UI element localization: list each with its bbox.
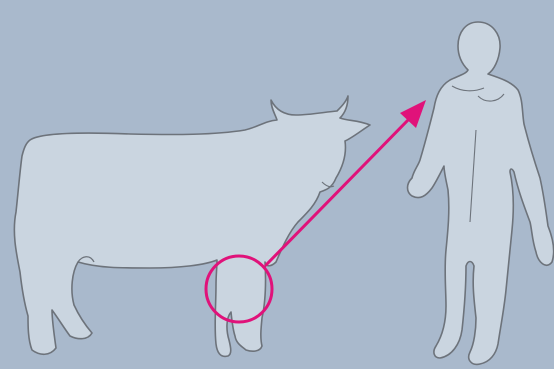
human-body (408, 22, 554, 364)
human-silhouette (408, 22, 554, 364)
cow-body (14, 96, 370, 356)
cow-silhouette (14, 96, 370, 356)
